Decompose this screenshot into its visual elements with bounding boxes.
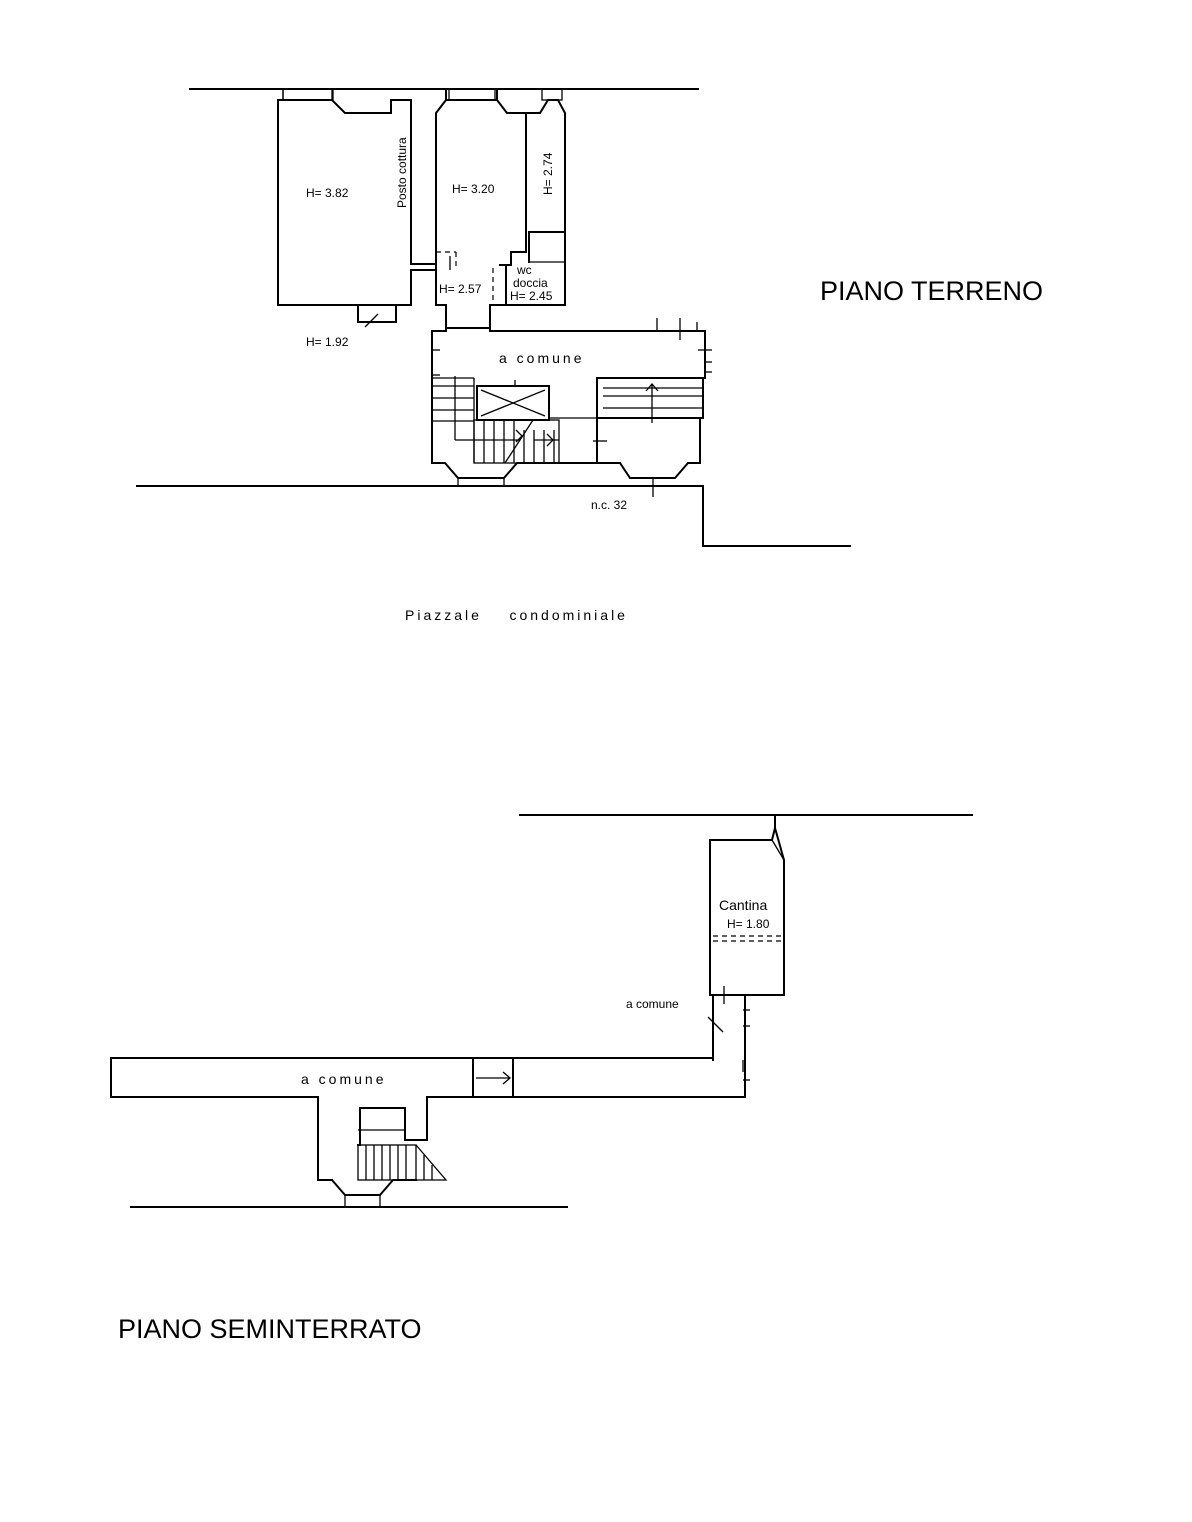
basement-staircase [330,1129,448,1207]
room-label-living: H= 3.82 [306,186,349,200]
cellar-height-label: H= 1.80 [727,917,770,931]
room-cellar [709,814,785,1061]
basement-title: PIANO SEMINTERRATO [118,1314,422,1344]
room-label-wc: wc [516,263,532,277]
common-area-label: a comune [499,350,584,366]
ground-floor-title: PIANO TERRENO [820,276,1043,306]
common-hall [431,318,712,464]
room-label-bedroom: H= 3.20 [452,182,495,196]
basement-common-label: a comune [301,1071,386,1087]
room-storage [525,88,566,263]
basement-plan [110,814,973,1208]
common-passage [707,986,750,1081]
entrance-ramp [593,377,704,479]
ground-floor-plan [136,88,851,547]
room-bathroom [505,231,566,306]
common-passage-label: a comune [626,997,679,1011]
balcony-height-label: H= 1.92 [306,335,349,349]
doorway-kitchen [410,263,437,271]
civic-number-label: n.c. 32 [591,498,627,512]
cellar-label: Cantina [719,897,767,913]
room-label-bathroom-height: H= 2.45 [510,289,553,303]
room-living [277,88,412,306]
room-label-shower: doccia [513,276,548,290]
room-label-storage: H= 2.74 [541,152,555,195]
street-boundary-line [136,485,851,547]
kitchen-label: Posto cottura [395,137,409,208]
courtyard-label: Piazzale condominiale [405,607,628,623]
balcony [357,304,397,328]
staircase [431,376,598,486]
room-bedroom [435,88,527,306]
basement-corridor [110,1057,746,1181]
room-label-corridor: H= 2.57 [439,282,482,296]
